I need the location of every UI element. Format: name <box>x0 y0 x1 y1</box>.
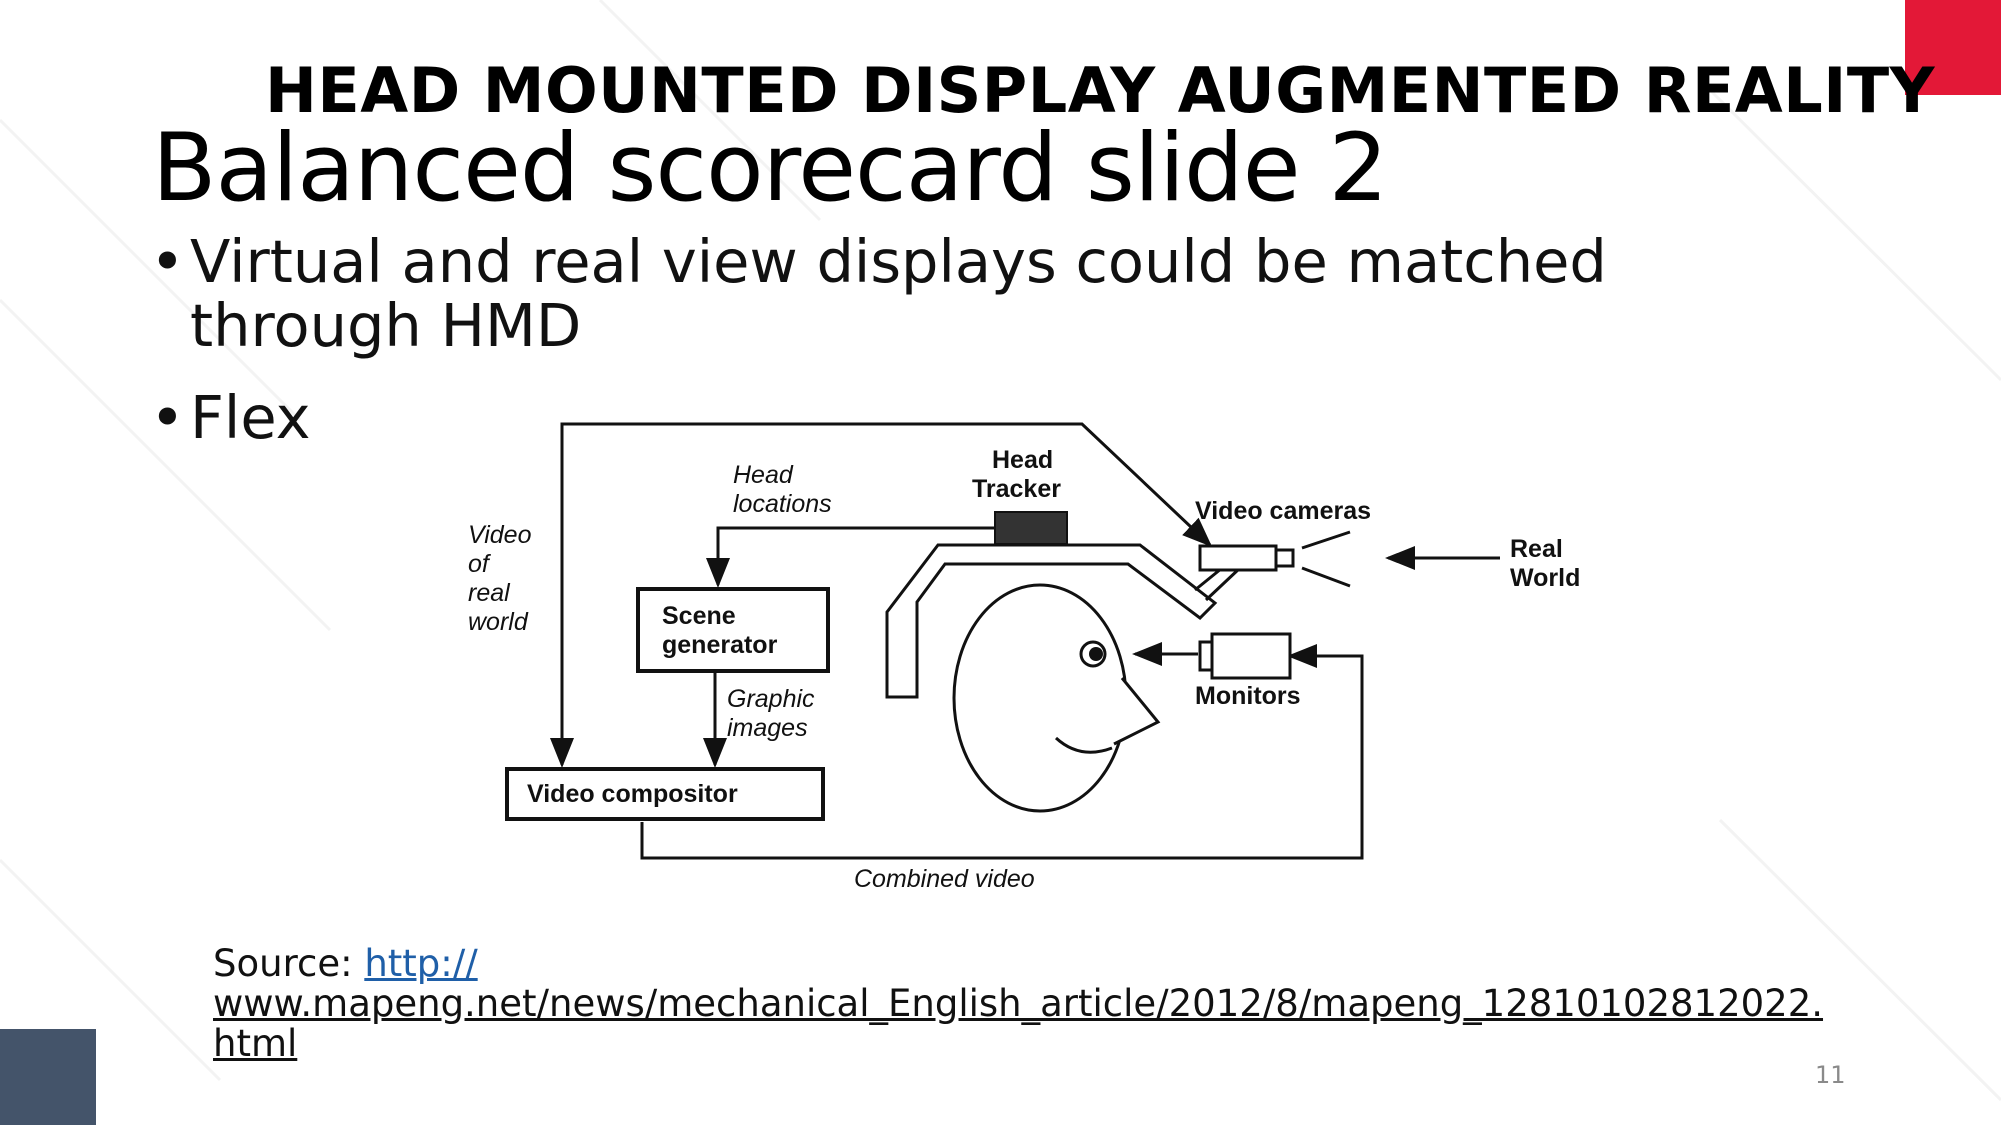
video-camera-icon <box>1198 544 1278 572</box>
accent-block-red <box>1905 0 2001 95</box>
label-video-of-real-world: Video <box>468 521 532 549</box>
accent-block-slate <box>0 1029 96 1125</box>
bullet-text: Virtual and real view displays could be … <box>190 227 1607 360</box>
label-scene-generator: Scene <box>662 602 736 630</box>
head-tracker-block <box>994 511 1068 545</box>
source-link-url[interactable]: www.mapeng.net/news/mechanical_English_a… <box>213 982 1824 1025</box>
source-label: Source: <box>213 942 365 985</box>
bullet-item-2: •Flex <box>150 383 311 452</box>
svg-text:Tracker: Tracker <box>972 475 1061 503</box>
hmd-diagram: Video of real world Head locations Graph… <box>468 422 1580 893</box>
svg-text:of: of <box>468 550 492 578</box>
label-head-locations: Head <box>733 461 794 489</box>
source-citation: Source: http:// www.mapeng.net/news/mech… <box>213 944 1893 1064</box>
source-link[interactable]: http:// <box>364 942 478 985</box>
source-link-url-end[interactable]: html <box>213 1022 298 1065</box>
bullet-item: • Virtual and real view displays could b… <box>150 230 1850 358</box>
bullet-dot-icon: • <box>150 227 185 296</box>
monitor-icon <box>1210 632 1292 680</box>
svg-text:World: World <box>1510 564 1580 592</box>
scene-generator-box <box>636 587 830 673</box>
label-video-cameras: Video cameras <box>1195 497 1371 525</box>
connector-line <box>550 422 1213 768</box>
label-real-world: Real <box>1510 535 1563 563</box>
label-video-compositor: Video compositor <box>527 780 738 808</box>
headset-frame <box>885 543 1218 699</box>
svg-text:images: images <box>727 714 808 742</box>
label-combined-video: Combined video <box>854 865 1035 893</box>
head-outline-icon <box>952 583 1161 813</box>
svg-text:real: real <box>468 579 511 607</box>
bullet-text: Flex <box>190 383 311 452</box>
page-number: 11 <box>1815 1061 1846 1089</box>
video-compositor-box <box>505 767 825 821</box>
connector-line <box>640 644 1364 860</box>
connector-line <box>706 526 995 588</box>
label-graphic-images: Graphic <box>727 685 815 713</box>
bullet-list: • Virtual and real view displays could b… <box>150 230 1850 378</box>
header-title: HEAD MOUNTED DISPLAY AUGMENTED REALITY <box>265 54 1936 127</box>
svg-text:generator: generator <box>662 631 778 659</box>
svg-text:world: world <box>468 608 529 636</box>
bullet-dot-icon: • <box>150 383 185 452</box>
label-head-tracker: Head <box>992 446 1053 474</box>
svg-text:locations: locations <box>733 490 832 518</box>
label-monitors: Monitors <box>1195 682 1301 710</box>
slide-title: Balanced scorecard slide 2 <box>152 114 1388 223</box>
